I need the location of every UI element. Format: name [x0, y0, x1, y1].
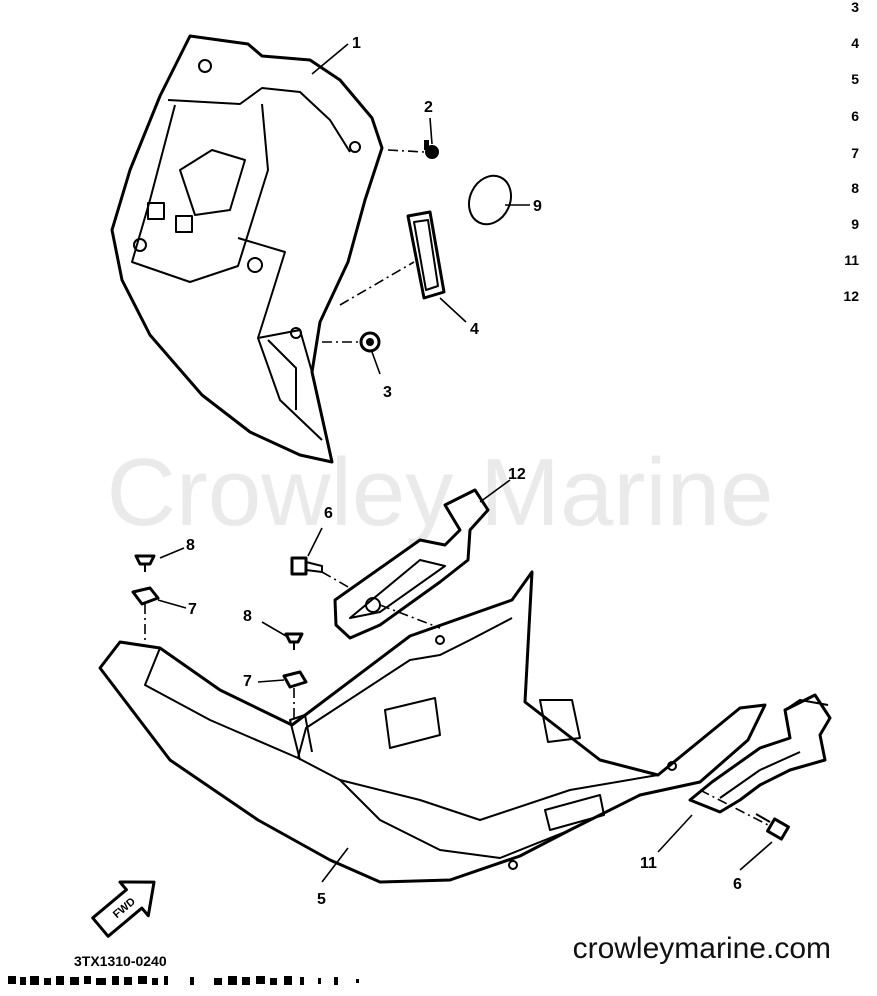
ref-number: 9 — [851, 216, 859, 232]
callout-7-right: 7 — [243, 673, 252, 690]
part-12-bracket — [333, 488, 490, 640]
scan-noise-decoration — [8, 976, 359, 985]
ref-number: 8 — [851, 180, 859, 196]
callout-11: 11 — [640, 855, 657, 872]
part-6-bolt-upper — [290, 556, 323, 576]
ref-number: 12 — [843, 288, 859, 304]
reference-number-column: 3 4 5 6 7 8 9 11 12 — [843, 0, 859, 304]
callouts: 1 2 3 4 9 12 6 8 7 8 7 5 11 6 — [186, 35, 742, 908]
callout-6-upper: 6 — [324, 505, 333, 522]
part-8-screw-left — [134, 554, 156, 572]
fwd-arrow-icon: FWD — [91, 880, 156, 938]
part-5-lower-cover — [98, 570, 767, 884]
ref-number: 11 — [844, 252, 859, 268]
callout-12: 12 — [508, 466, 526, 483]
callout-1: 1 — [352, 35, 361, 52]
ref-number: 6 — [851, 108, 859, 124]
callout-9: 9 — [533, 198, 542, 215]
drawing-code: 3TX1310-0240 — [74, 953, 167, 969]
callout-8-right: 8 — [243, 608, 252, 625]
callout-8-left: 8 — [186, 537, 195, 554]
part-7-clip-left — [131, 586, 160, 606]
website-label: crowleymarine.com — [573, 932, 831, 965]
callout-2: 2 — [424, 99, 433, 116]
part-6-bolt-lower — [755, 813, 790, 841]
part-11-bracket — [688, 693, 832, 814]
part-9-ring — [468, 174, 512, 226]
ref-number: 3 — [851, 0, 859, 15]
callout-7-left: 7 — [188, 601, 197, 618]
part-2-bolt — [424, 140, 439, 159]
part-1-leg-shield — [110, 34, 384, 464]
part-8-screw-right — [284, 632, 304, 650]
watermark: Crowley Marine — [107, 439, 774, 546]
ref-number: 4 — [851, 35, 859, 51]
ref-number: 5 — [851, 71, 859, 87]
ref-number: 7 — [851, 145, 859, 161]
leader-lines — [144, 43, 773, 883]
part-4-plate — [406, 210, 446, 300]
callout-6-lower: 6 — [733, 876, 742, 893]
part-7-clip-right — [282, 670, 308, 689]
part-3-grommet — [359, 331, 381, 353]
callout-3: 3 — [383, 384, 392, 401]
callout-5: 5 — [317, 891, 326, 908]
callout-4: 4 — [470, 321, 479, 338]
